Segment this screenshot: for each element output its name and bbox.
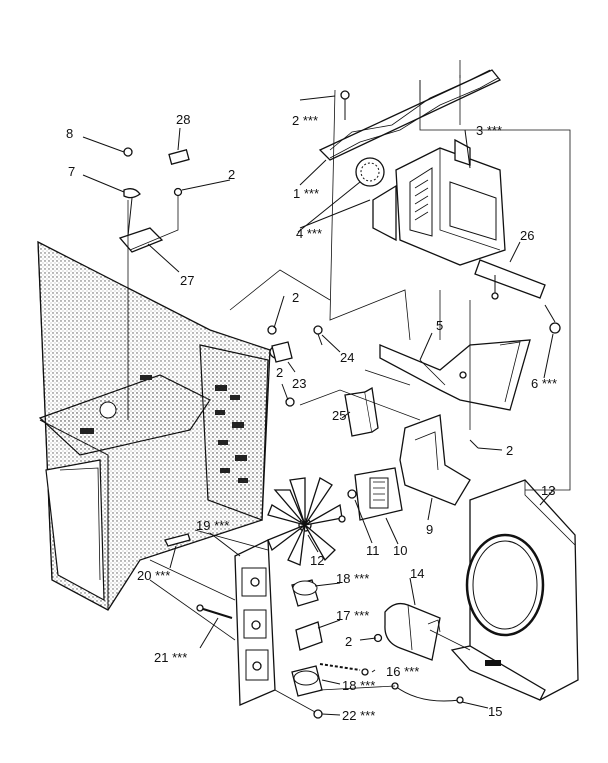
label-part-2-d: 2 xyxy=(506,443,513,458)
top-mounting-rail xyxy=(318,60,502,161)
label-part-28: 28 xyxy=(176,112,190,127)
label-part-4: 4 *** xyxy=(296,226,322,241)
diode-wire xyxy=(391,682,464,704)
magnetron-assembly xyxy=(372,138,506,266)
capacitor-cylinder xyxy=(269,341,293,363)
label-part-11: 11 xyxy=(366,543,380,558)
label-part-22: 22 *** xyxy=(342,708,375,723)
label-part-7: 7 xyxy=(68,164,75,179)
label-part-21: 21 *** xyxy=(154,650,187,665)
switch-mount-parts xyxy=(118,147,190,253)
label-part-26: 26 xyxy=(520,228,534,243)
label-part-10: 10 xyxy=(393,543,407,558)
label-part-25: 25 xyxy=(332,408,346,423)
label-part-24: 24 xyxy=(340,350,354,365)
interlock-switch-middle xyxy=(295,621,323,651)
interlock-switch-lower xyxy=(291,665,323,697)
motor-bracket xyxy=(399,414,471,506)
label-part-2-c: 2 xyxy=(276,365,283,380)
label-part-20: 20 *** xyxy=(137,568,170,583)
label-part-12: 12 xyxy=(310,553,324,568)
control-panel-slots xyxy=(80,375,248,483)
label-part-2-top: 2 *** xyxy=(292,113,318,128)
screw-2b xyxy=(267,325,277,335)
bracket-25 xyxy=(344,386,379,437)
air-guide-duct xyxy=(450,479,579,701)
label-part-14: 14 xyxy=(410,566,424,581)
label-part-18-upper: 18 *** xyxy=(336,571,369,586)
label-part-2-e: 2 xyxy=(228,167,235,182)
label-part-6: 6 *** xyxy=(531,376,557,391)
label-part-1: 1 *** xyxy=(293,186,319,201)
high-voltage-capacitor xyxy=(373,602,441,661)
label-part-17: 17 *** xyxy=(336,608,369,623)
actuator-lever xyxy=(164,533,191,547)
screw-22 xyxy=(313,709,323,719)
switch-holder xyxy=(234,538,276,706)
label-part-15: 15 xyxy=(488,704,502,719)
label-part-8: 8 xyxy=(66,126,73,141)
fan-motor xyxy=(347,467,403,521)
label-part-18-lower: 18 *** xyxy=(342,678,375,693)
label-part-2-b: 2 xyxy=(292,290,299,305)
label-part-9: 9 xyxy=(426,522,433,537)
fan-blade xyxy=(267,477,343,566)
label-part-23: 23 xyxy=(292,376,306,391)
label-part-13: 13 xyxy=(541,483,555,498)
label-part-27: 27 xyxy=(180,273,194,288)
magnetron-bracket xyxy=(474,259,546,300)
cabinet-side-panel xyxy=(37,240,271,611)
label-part-5: 5 xyxy=(436,318,443,333)
label-part-2-f: 2 xyxy=(345,634,352,649)
resistor xyxy=(319,663,369,676)
label-part-19: 19 *** xyxy=(196,518,229,533)
switch-pin xyxy=(196,604,233,619)
leader-lines xyxy=(82,75,571,716)
label-part-16: 16 *** xyxy=(386,664,419,679)
screw-24 xyxy=(313,325,323,346)
interlock-switch-upper xyxy=(291,579,319,607)
part-labels: 2 *** 1 *** 3 *** 4 *** 26 2 5 6 *** 2 2… xyxy=(66,112,557,723)
nut xyxy=(549,322,561,334)
thermal-cutout-disk xyxy=(355,157,385,187)
label-part-3: 3 *** xyxy=(476,123,502,138)
set-screw xyxy=(338,515,346,523)
support-bracket xyxy=(379,339,531,411)
